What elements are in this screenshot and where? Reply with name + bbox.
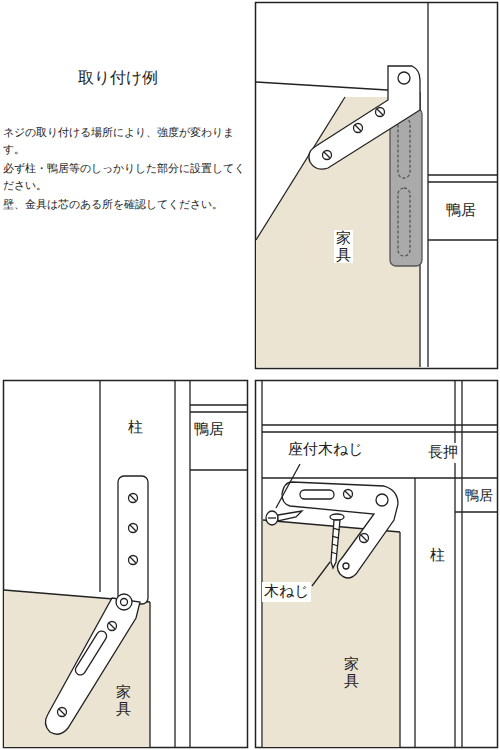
part-label: 家具 — [334, 230, 353, 263]
part-label: 鴨居 — [192, 420, 226, 440]
title: 取り付け例 — [78, 68, 158, 89]
part-label: 柱 — [126, 418, 145, 438]
part-label: 家具 — [116, 684, 131, 717]
note-text: 必ず柱・鴨居等のしっかりした部分に設置してください。 — [3, 160, 251, 194]
part-label: 柱 — [428, 546, 447, 566]
part-label: 家具 — [344, 656, 359, 689]
note-text: ネジの取り付ける場所により、強度が変わります。 — [3, 124, 251, 158]
part-label: 鴨居 — [463, 486, 495, 504]
part-label: 長押 — [426, 443, 460, 463]
callout-label: 木ねじ — [262, 582, 311, 602]
callout-label: 座付木ねじ — [286, 440, 365, 460]
part-label: 鴨居 — [444, 201, 478, 221]
note-text: 壁、金具は芯のある所を確認してください。 — [3, 196, 251, 213]
